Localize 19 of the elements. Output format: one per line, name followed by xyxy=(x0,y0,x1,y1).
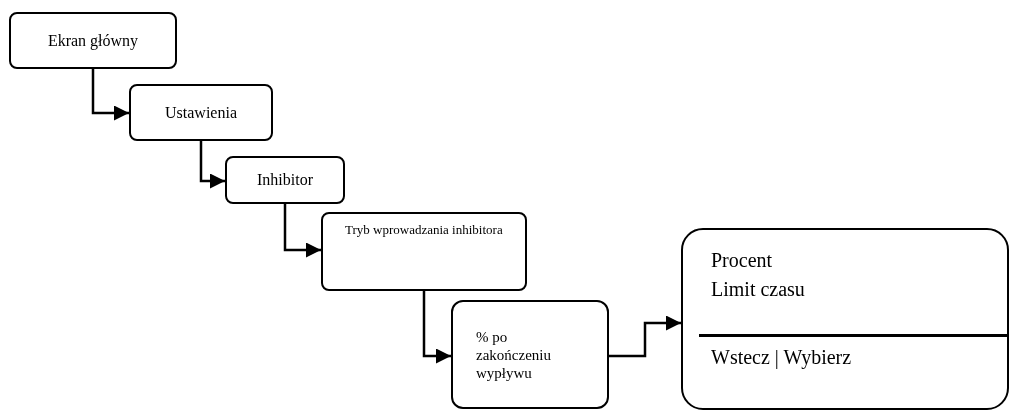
node-label: Tryb wprowadzania inhibitora xyxy=(345,222,504,239)
softkey-labels: Wstecz | Wybierz xyxy=(710,345,853,371)
node-label: Ustawienia xyxy=(165,102,237,123)
node-label: Inhibitor xyxy=(257,170,313,190)
menu-item: Procent xyxy=(710,248,774,273)
menu-box xyxy=(129,84,273,141)
arrow xyxy=(609,315,681,358)
node-label: % po zakończeniu wypływu xyxy=(476,327,552,382)
arrow xyxy=(422,291,451,364)
menu-box xyxy=(9,12,177,69)
menu-box xyxy=(321,212,527,291)
node-label: Ekran główny xyxy=(47,30,139,52)
screen-box xyxy=(681,228,1009,410)
arrow xyxy=(199,141,225,189)
arrow xyxy=(283,204,321,258)
menu-box xyxy=(225,156,345,204)
menu-box xyxy=(451,300,609,409)
menu-item: Limit czasu xyxy=(710,277,806,302)
arrow xyxy=(91,69,129,121)
